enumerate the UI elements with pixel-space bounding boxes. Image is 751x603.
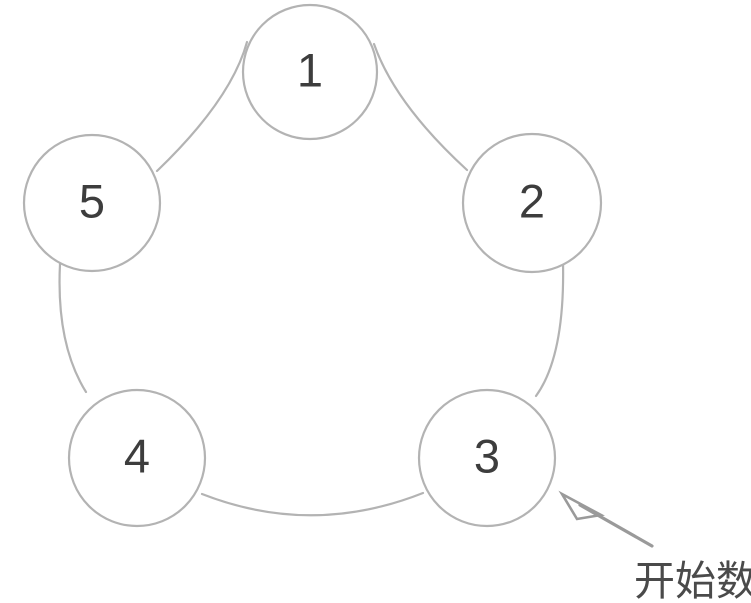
node-5[interactable]: 5 xyxy=(22,133,162,273)
node-3-circle[interactable] xyxy=(417,388,557,528)
edge-4-to-5 xyxy=(58,262,88,394)
node-1-label: 1 xyxy=(297,43,323,96)
node-4-label: 4 xyxy=(124,429,150,482)
node-1[interactable]: 1 xyxy=(241,3,379,141)
node-4[interactable]: 4 xyxy=(67,388,207,528)
node-2-circle[interactable] xyxy=(461,132,603,274)
node-3-label: 3 xyxy=(474,429,500,482)
start-pointer-arrow xyxy=(558,490,654,548)
edge-2-to-3 xyxy=(534,260,565,398)
edge-group xyxy=(58,40,565,517)
node-1-circle[interactable] xyxy=(241,3,379,141)
node-5-circle[interactable] xyxy=(22,133,162,273)
edge-3-to-4 xyxy=(200,491,425,517)
node-5-label: 5 xyxy=(79,174,105,227)
node-2-label: 2 xyxy=(519,174,545,227)
edge-5-to-1 xyxy=(155,40,249,173)
edge-1-to-2 xyxy=(372,42,469,172)
arrow-shaft-line xyxy=(578,503,654,548)
node-2[interactable]: 2 xyxy=(461,132,603,274)
node-4-circle[interactable] xyxy=(67,388,207,528)
start-count-label: 开始数 xyxy=(634,557,751,603)
arrow-head-icon xyxy=(558,490,605,521)
node-3[interactable]: 3 xyxy=(417,388,557,528)
